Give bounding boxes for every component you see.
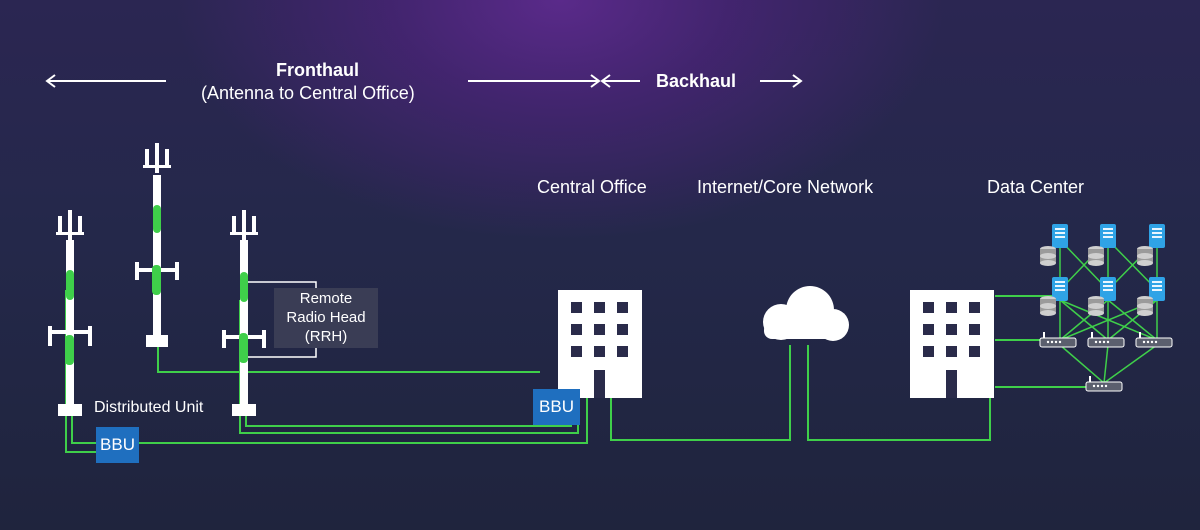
distributed-unit-label: Distributed Unit [94,399,204,416]
bbu-central-office: BBU [533,389,580,425]
rrh-line-2: Radio Head [286,309,366,326]
backhaul-left-arrow [600,74,640,88]
fronthaul-subtitle: (Antenna to Central Office) [201,83,415,103]
backhaul-right-arrow [760,74,803,88]
bbu-left: BBU [96,427,139,463]
rrh-bracket [248,281,317,358]
tower-2 [135,143,179,347]
central-office-label: Central Office [537,177,647,197]
internet-label: Internet/Core Network [697,177,874,197]
fronthaul-left-arrow [45,74,166,88]
tower-1 [48,210,92,416]
rrh-label-box: Remote Radio Head (RRH) [274,288,378,348]
rrh-line-1: Remote [299,290,353,307]
tower-3 [222,210,266,416]
central-office-building [558,290,642,398]
cloud-icon [763,286,849,341]
data-center-label: Data Center [987,177,1085,197]
rrh-line-3: (RRH) [304,328,348,345]
data-center-building [910,290,994,398]
fronthaul-right-arrow [468,74,601,88]
fronthaul-title: Fronthaul [276,60,359,80]
backhaul-title: Backhaul [656,71,737,91]
